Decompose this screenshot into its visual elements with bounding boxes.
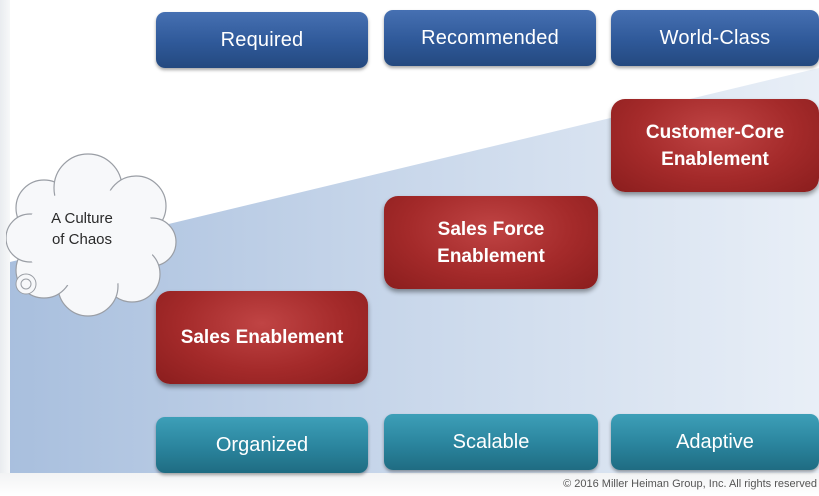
- quality-scalable: Scalable: [384, 414, 598, 470]
- quality-organized: Organized: [156, 417, 368, 473]
- tier-required: Required: [156, 12, 368, 68]
- tier-world-class: World-Class: [611, 10, 819, 66]
- bottom-edge-shade: [0, 473, 819, 496]
- stage-sales-force-enablement: Sales Force Enablement: [384, 196, 598, 289]
- copyright-notice: © 2016 Miller Heiman Group, Inc. All rig…: [563, 478, 817, 490]
- stage-sales-enablement: Sales Enablement: [156, 291, 368, 384]
- left-edge-shade: [0, 0, 10, 496]
- stage-customer-core-enablement: Customer-Core Enablement: [611, 99, 819, 192]
- tier-recommended: Recommended: [384, 10, 596, 66]
- chaos-cloud: [6, 153, 177, 317]
- cloud-label: A Culture of Chaos: [51, 210, 113, 248]
- quality-adaptive: Adaptive: [611, 414, 819, 470]
